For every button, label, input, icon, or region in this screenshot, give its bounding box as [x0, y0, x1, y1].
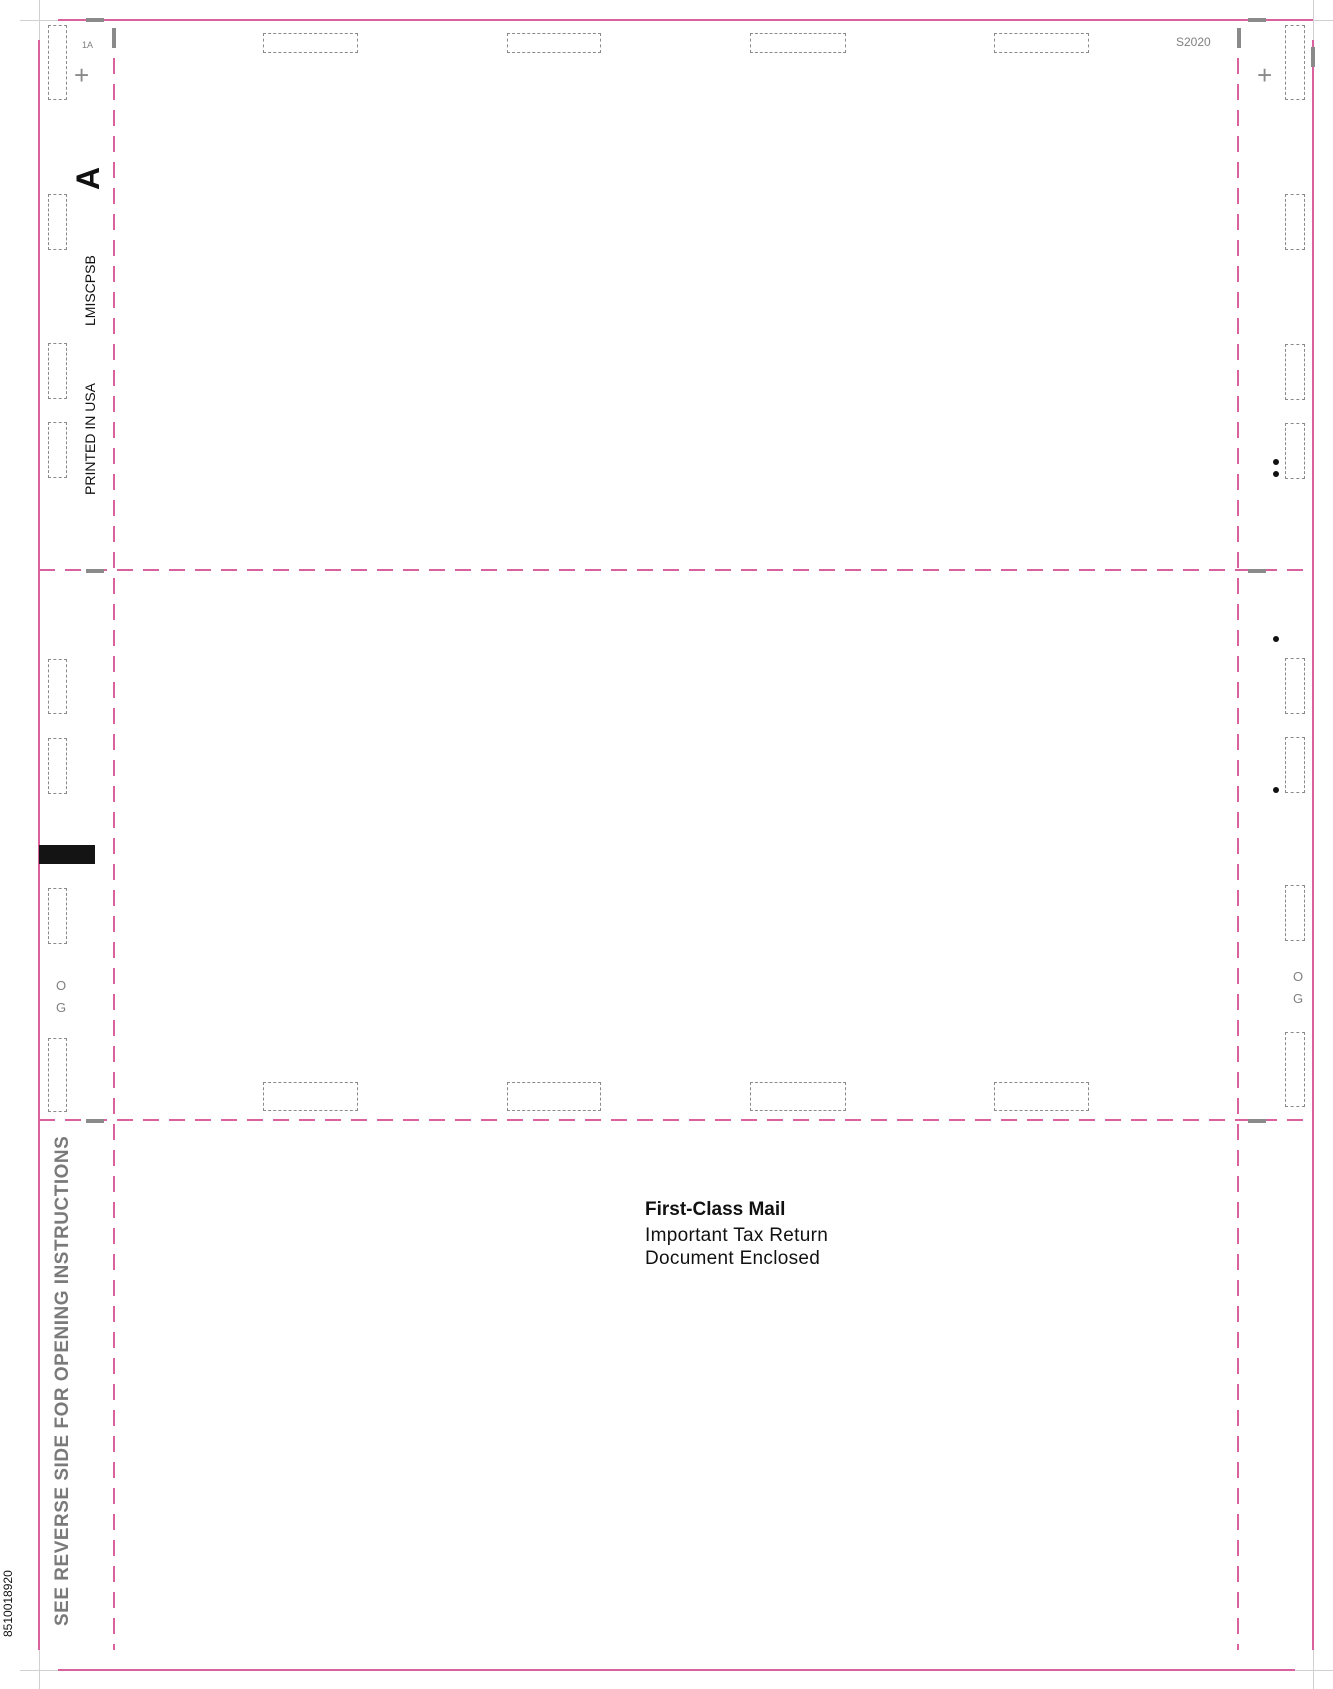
frame-right	[1312, 40, 1314, 1650]
mailer-line-2: Document Enclosed	[645, 1248, 821, 1269]
part-number: 8510018920	[1, 1570, 15, 1637]
left-margin-box	[48, 422, 67, 478]
fold-tick-mid-left-2	[86, 1119, 104, 1123]
left-margin-box	[48, 1038, 67, 1112]
right-margin-box	[1285, 344, 1305, 400]
window-guide-box	[994, 33, 1089, 53]
dot-icon	[1273, 459, 1279, 465]
printed-in-usa: PRINTED IN USA	[82, 382, 98, 495]
window-guide-box	[507, 1082, 601, 1111]
frame-top	[58, 19, 1313, 21]
og-mark-left-g: G	[56, 1000, 67, 1015]
crop-mark-bottom-left-h	[20, 1670, 60, 1671]
perforation-right-vertical	[1237, 58, 1239, 1650]
left-margin-box	[48, 25, 67, 100]
dot-icon	[1273, 636, 1279, 642]
perforation-left-vertical	[113, 58, 115, 1650]
corner-code: 1A	[82, 40, 94, 50]
right-margin-box	[1285, 658, 1305, 714]
bar-icon	[39, 845, 95, 864]
mailer-line-1: Important Tax Return	[645, 1225, 829, 1246]
dot-icon	[1273, 471, 1279, 477]
fold-tick-top-right	[1248, 18, 1266, 22]
right-margin-box	[1285, 885, 1305, 941]
plus-icon: +	[74, 60, 90, 90]
right-margin-box	[1285, 423, 1305, 479]
fold-tick-mid-right-1	[1248, 569, 1266, 573]
left-margin-box	[48, 738, 67, 794]
crop-mark-bottom-right-h	[1293, 1670, 1333, 1671]
perforation-fold-2	[39, 1119, 1313, 1121]
right-margin-box	[1285, 194, 1305, 250]
frame-bottom	[58, 1669, 1295, 1671]
crop-mark-top-left-h	[20, 20, 60, 21]
crop-mark-bottom-left-v	[39, 1650, 40, 1689]
dot-icon	[1273, 787, 1279, 793]
crop-mark-bottom-right-v	[1313, 1650, 1314, 1689]
crop-mark-top-right-h	[1293, 20, 1333, 21]
window-guide-box	[507, 33, 601, 53]
window-guide-box	[750, 1082, 846, 1111]
right-margin-box	[1285, 737, 1305, 793]
perforation-fold-1	[39, 569, 1313, 571]
fold-tick-top-right-v	[1237, 28, 1241, 48]
mailer-title: First-Class Mail	[645, 1199, 786, 1220]
og-mark-right-o: O	[1293, 969, 1304, 984]
right-margin-box	[1285, 1032, 1305, 1107]
product-code: LMISCPSB	[82, 255, 98, 326]
window-guide-box	[263, 1082, 358, 1111]
fold-tick-top-left-v	[112, 28, 116, 48]
reverse-instructions: SEE REVERSE SIDE FOR OPENING INSTRUCTION…	[52, 1135, 73, 1626]
fold-tick-top-left	[86, 18, 104, 22]
right-margin-box	[1285, 25, 1305, 100]
left-margin-box	[48, 343, 67, 399]
fold-tick-mid-left-1	[86, 569, 104, 573]
part-letter: A	[70, 166, 106, 190]
fold-tick-right-edge	[1311, 47, 1315, 67]
og-mark-left-o: O	[56, 978, 67, 993]
left-margin-box	[48, 194, 67, 250]
window-guide-box	[994, 1082, 1089, 1111]
window-guide-box	[263, 33, 358, 53]
fold-tick-mid-right-2	[1248, 1119, 1266, 1123]
window-guide-box	[750, 33, 846, 53]
og-mark-right-g: G	[1293, 991, 1304, 1006]
stock-code: S2020	[1176, 35, 1211, 49]
plus-icon: +	[1257, 60, 1273, 90]
left-margin-box	[48, 659, 67, 714]
left-margin-box	[48, 888, 67, 944]
